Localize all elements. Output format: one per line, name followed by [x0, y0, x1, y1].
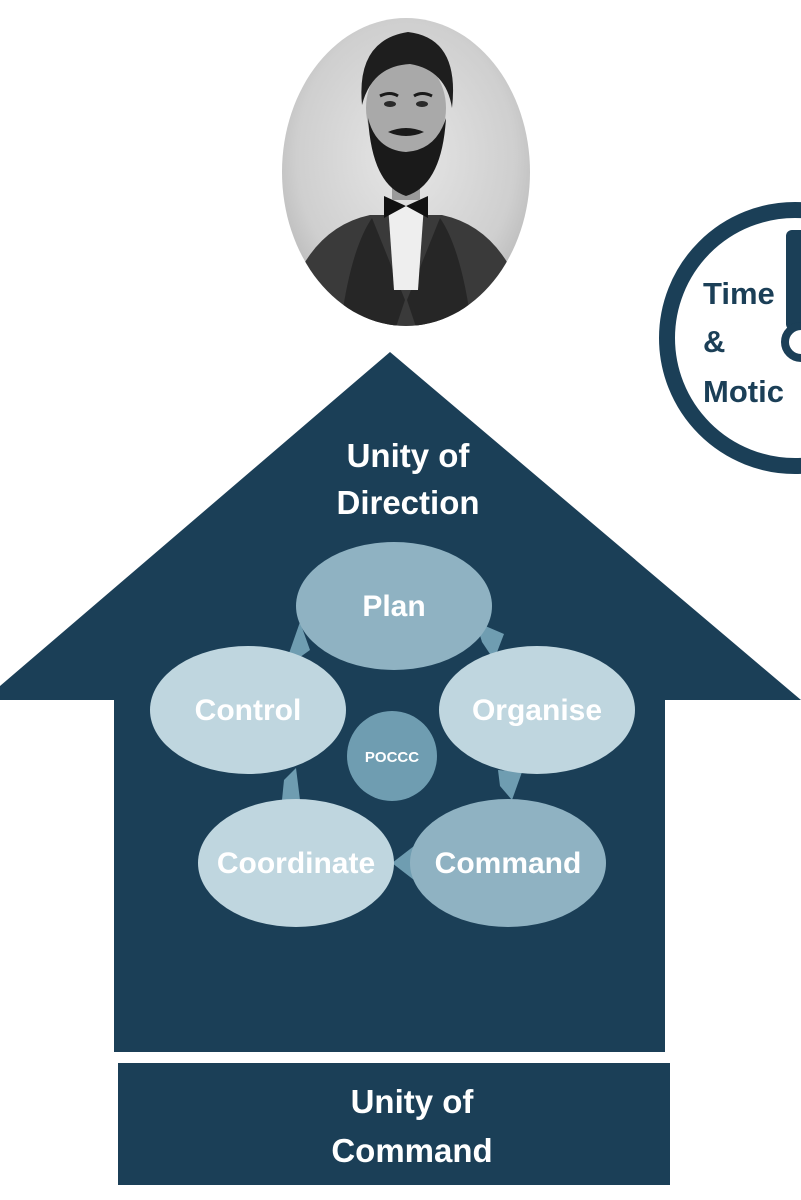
portrait-image — [282, 18, 530, 326]
node-plan — [296, 542, 492, 670]
foundation-label-line-1: Unity of — [351, 1083, 475, 1120]
node-organise — [439, 646, 635, 774]
node-coordinate — [198, 799, 394, 927]
clock-icon — [659, 202, 801, 474]
arrow-organise-to-command-icon — [498, 770, 522, 800]
node-command — [410, 799, 606, 927]
node-coordinate-label: Coordinate — [217, 847, 375, 880]
clock-label-line-1: Time — [703, 276, 775, 311]
node-control-label: Control — [195, 694, 302, 727]
node-organise-label: Organise — [472, 694, 602, 727]
node-plan-label: Plan — [362, 590, 425, 623]
arrow-command-to-coordinate-icon — [392, 846, 414, 880]
roof-label-line-1: Unity of — [347, 437, 471, 474]
house: Unity of Direction — [0, 352, 801, 1052]
node-command-label: Command — [435, 847, 582, 880]
foundation-block — [118, 1063, 670, 1185]
cycle-arrows — [282, 622, 522, 880]
arrow-coordinate-to-control-icon — [282, 768, 300, 800]
arrow-control-to-plan-icon — [286, 622, 310, 662]
bearded-man-portrait-icon — [282, 32, 530, 326]
foundation: Unity of Command — [118, 1063, 670, 1185]
foundation-label-line-2: Command — [331, 1132, 492, 1169]
center-label: POCCC — [365, 749, 419, 766]
roof-label-line-2: Direction — [336, 484, 479, 521]
node-control — [150, 646, 346, 774]
clock-label-line-3: Motic — [703, 374, 784, 409]
clock-hand-icon — [786, 230, 801, 330]
time-motion-clock: Time & Motic — [659, 202, 801, 474]
clock-label-line-2: & — [703, 324, 725, 359]
cycle: Plan Organise Command Coordinate Control… — [150, 542, 635, 927]
center-circle — [347, 711, 437, 801]
